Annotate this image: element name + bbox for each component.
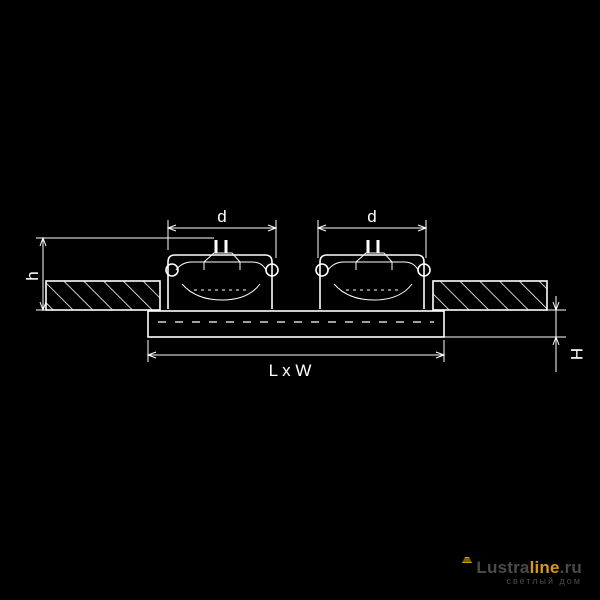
lamp-right (315, 240, 431, 309)
watermark-brand-part3: .ru (559, 558, 582, 577)
lamp-pins-left (214, 240, 228, 253)
spring-clip-left-b (265, 263, 279, 277)
dimension-lxw-label: L x W (269, 361, 312, 380)
dimension-d-left: d (166, 207, 278, 258)
watermark-brand: Lustraline.ru (476, 559, 582, 576)
watermark-brand-part2: line (529, 558, 560, 577)
watermark-brand-part1: Lustra (476, 558, 530, 577)
spring-clip-right-b (417, 263, 431, 277)
lamp-left (165, 240, 279, 309)
dimension-H-label: H (567, 348, 586, 360)
dimension-d-right: d (316, 207, 428, 258)
spring-clip-right-a (315, 263, 329, 277)
spring-clip-left-a (165, 263, 179, 277)
lamp-shade-icon (460, 553, 474, 563)
ceiling-section-left (45, 280, 161, 311)
dimension-d-right-label: d (367, 207, 376, 226)
lamp-pins-right (366, 240, 380, 253)
dimension-lxw: L x W (146, 340, 446, 380)
watermark-tagline: светлый дом (506, 576, 582, 586)
dimension-h-label: h (23, 271, 42, 280)
dimension-d-left-label: d (217, 207, 226, 226)
dimension-h: h (23, 236, 214, 312)
ceiling-section-right (432, 280, 548, 311)
dimension-H: H (444, 296, 586, 372)
watermark: Lustraline.ru светлый дом (462, 557, 582, 586)
fixture-base-plate (147, 310, 445, 338)
